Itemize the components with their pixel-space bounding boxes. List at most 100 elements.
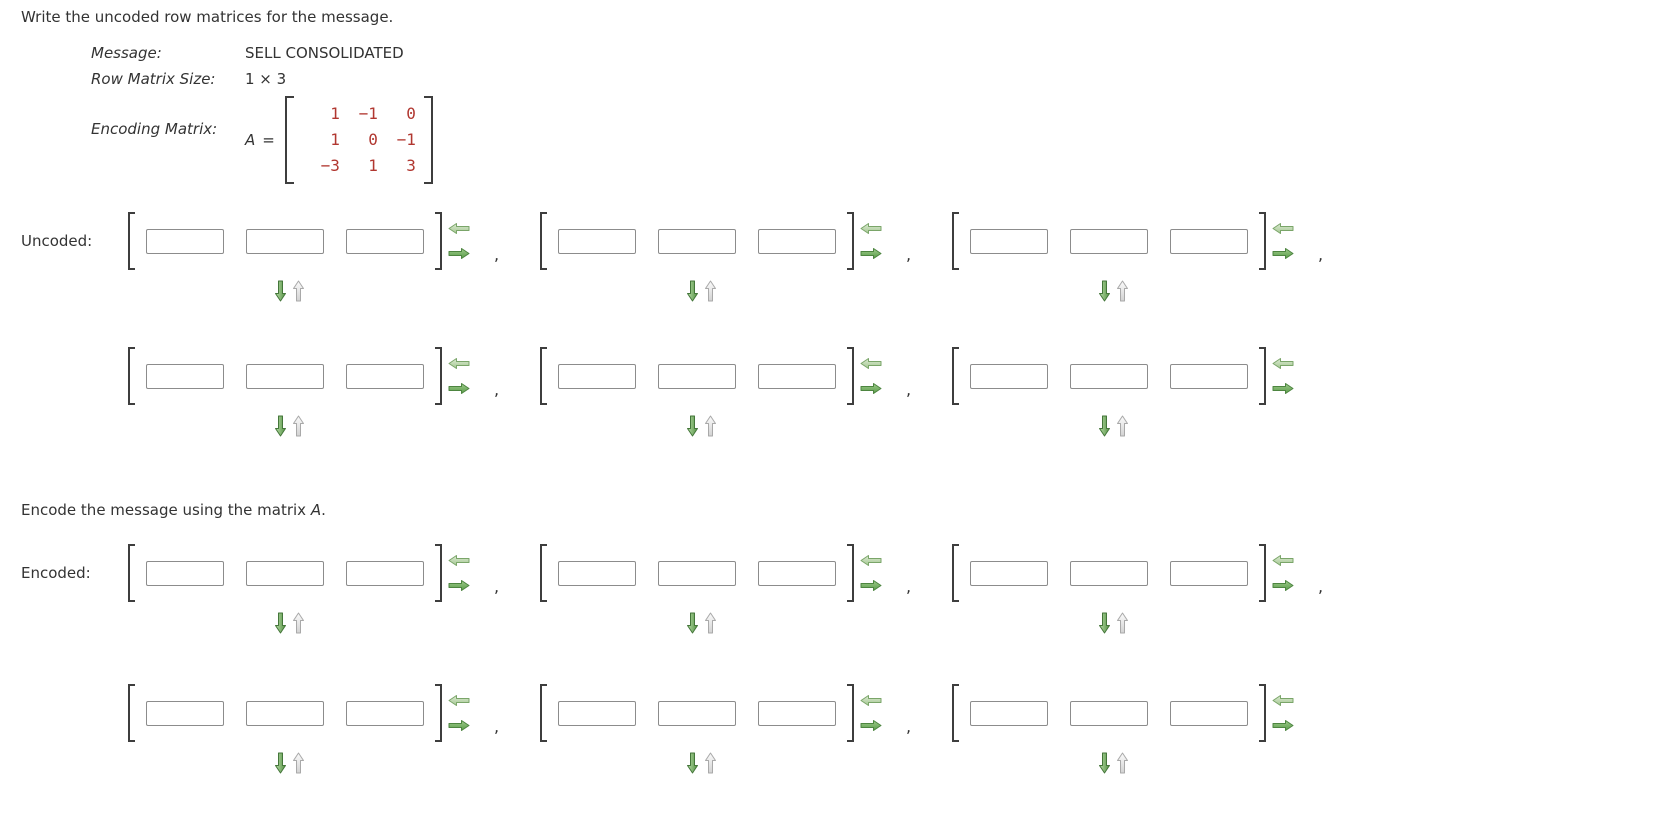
arrow-left-remove-column-icon[interactable] xyxy=(448,357,470,370)
arrow-right-add-column-icon[interactable] xyxy=(448,579,470,592)
arrow-right-add-column-icon[interactable] xyxy=(1272,719,1294,732)
arrow-left-remove-column-icon[interactable] xyxy=(448,694,470,707)
matrix-cell-input[interactable] xyxy=(1070,560,1148,586)
arrow-up-remove-row-icon[interactable] xyxy=(704,280,717,302)
arrow-right-add-column-icon[interactable] xyxy=(1272,382,1294,395)
matrix-right-bracket xyxy=(1259,212,1266,270)
matrix-cell-input[interactable] xyxy=(146,560,224,586)
matrix-cell-input[interactable] xyxy=(970,228,1048,254)
arrow-right-add-column-icon[interactable] xyxy=(1272,579,1294,592)
row-matrix-group xyxy=(952,345,1330,437)
matrix-cell-input[interactable] xyxy=(658,560,736,586)
arrow-up-remove-row-icon[interactable] xyxy=(704,415,717,437)
arrow-up-remove-row-icon[interactable] xyxy=(1116,415,1129,437)
arrow-down-add-row-icon[interactable] xyxy=(686,280,699,302)
arrow-up-remove-row-icon[interactable] xyxy=(292,752,305,774)
matrix-cell-input[interactable] xyxy=(146,363,224,389)
encoded-label: Encoded: xyxy=(21,564,91,582)
arrow-left-remove-column-icon[interactable] xyxy=(860,222,882,235)
arrow-right-add-column-icon[interactable] xyxy=(448,719,470,732)
matrix-cell-input[interactable] xyxy=(1070,228,1148,254)
matrix-cell-input[interactable] xyxy=(1170,560,1248,586)
matrix-cell-input[interactable] xyxy=(1170,700,1248,726)
arrow-up-remove-row-icon[interactable] xyxy=(1116,612,1129,634)
matrix-cell-input[interactable] xyxy=(558,363,636,389)
matrix-cell-input[interactable] xyxy=(970,700,1048,726)
arrow-up-remove-row-icon[interactable] xyxy=(292,280,305,302)
arrow-left-remove-column-icon[interactable] xyxy=(1272,694,1294,707)
arrow-down-add-row-icon[interactable] xyxy=(274,752,287,774)
arrow-left-remove-column-icon[interactable] xyxy=(1272,222,1294,235)
arrow-right-add-column-icon[interactable] xyxy=(448,382,470,395)
arrow-up-remove-row-icon[interactable] xyxy=(704,752,717,774)
arrow-down-add-row-icon[interactable] xyxy=(1098,280,1111,302)
encoded-section: Encoded: , xyxy=(21,542,1662,774)
arrow-left-remove-column-icon[interactable] xyxy=(448,222,470,235)
matrix-cell-input[interactable] xyxy=(246,560,324,586)
matrix-cell-input[interactable] xyxy=(346,228,424,254)
matrix-cell-input[interactable] xyxy=(970,560,1048,586)
matrix-cell-input[interactable] xyxy=(658,228,736,254)
arrow-left-remove-column-icon[interactable] xyxy=(1272,554,1294,567)
matrix-cell-input[interactable] xyxy=(146,700,224,726)
arrow-right-add-column-icon[interactable] xyxy=(860,247,882,260)
matrix-cell-input[interactable] xyxy=(758,363,836,389)
arrow-left-remove-column-icon[interactable] xyxy=(860,357,882,370)
encoding-matrix-cell: −1 xyxy=(358,104,378,123)
matrix-cell-input[interactable] xyxy=(1170,363,1248,389)
matrix-cell-input[interactable] xyxy=(346,560,424,586)
matrix-cell-input[interactable] xyxy=(1170,228,1248,254)
matrix-cell-input[interactable] xyxy=(658,700,736,726)
arrow-up-remove-row-icon[interactable] xyxy=(292,612,305,634)
arrow-left-remove-column-icon[interactable] xyxy=(448,554,470,567)
comma-separator: , xyxy=(494,245,500,264)
matrix-cell-input[interactable] xyxy=(1070,363,1148,389)
matrix-cell-input[interactable] xyxy=(246,363,324,389)
matrix-cell-input[interactable] xyxy=(658,363,736,389)
arrow-left-remove-column-icon[interactable] xyxy=(860,554,882,567)
matrix-cell-input[interactable] xyxy=(1070,700,1148,726)
matrix-cell-input[interactable] xyxy=(970,363,1048,389)
arrow-down-add-row-icon[interactable] xyxy=(686,612,699,634)
matrix-cell-input[interactable] xyxy=(558,228,636,254)
matrix-cell-input[interactable] xyxy=(758,560,836,586)
arrow-left-remove-column-icon[interactable] xyxy=(860,694,882,707)
encoding-matrix-cell: −3 xyxy=(320,156,340,175)
arrow-right-add-column-icon[interactable] xyxy=(860,719,882,732)
matrix-cell-input[interactable] xyxy=(346,700,424,726)
matrix-cell-input[interactable] xyxy=(758,228,836,254)
arrow-up-remove-row-icon[interactable] xyxy=(1116,752,1129,774)
matrix-cell-input[interactable] xyxy=(758,700,836,726)
arrow-right-add-column-icon[interactable] xyxy=(860,579,882,592)
matrix-cell-input[interactable] xyxy=(146,228,224,254)
arrow-up-remove-row-icon[interactable] xyxy=(704,612,717,634)
matrix-cell-input[interactable] xyxy=(246,700,324,726)
arrow-right-add-column-icon[interactable] xyxy=(860,382,882,395)
matrix-right-bracket xyxy=(435,212,442,270)
instruction-matrix-variable: A xyxy=(310,501,322,519)
arrow-down-add-row-icon[interactable] xyxy=(274,280,287,302)
arrow-left-remove-column-icon[interactable] xyxy=(1272,357,1294,370)
arrow-down-add-row-icon[interactable] xyxy=(1098,612,1111,634)
arrow-right-add-column-icon[interactable] xyxy=(448,247,470,260)
arrow-up-remove-row-icon[interactable] xyxy=(292,415,305,437)
arrow-down-add-row-icon[interactable] xyxy=(274,612,287,634)
arrow-right-add-column-icon[interactable] xyxy=(1272,247,1294,260)
matrix-cell-input[interactable] xyxy=(558,700,636,726)
row-matrix-group xyxy=(952,682,1330,774)
matrix-left-bracket xyxy=(540,212,547,270)
matrix-right-bracket xyxy=(435,347,442,405)
arrow-down-add-row-icon[interactable] xyxy=(274,415,287,437)
matrix-cell-input[interactable] xyxy=(558,560,636,586)
arrow-down-add-row-icon[interactable] xyxy=(686,415,699,437)
arrow-up-remove-row-icon[interactable] xyxy=(1116,280,1129,302)
comma-separator: , xyxy=(906,717,912,736)
arrow-down-add-row-icon[interactable] xyxy=(686,752,699,774)
problem-info: Message: SELL CONSOLIDATED Row Matrix Si… xyxy=(91,40,1662,184)
arrow-down-add-row-icon[interactable] xyxy=(1098,415,1111,437)
matrix-cell-input[interactable] xyxy=(246,228,324,254)
matrix-cell-input[interactable] xyxy=(346,363,424,389)
arrow-down-add-row-icon[interactable] xyxy=(1098,752,1111,774)
comma-separator: , xyxy=(1318,245,1324,264)
matrix-left-bracket xyxy=(540,684,547,742)
